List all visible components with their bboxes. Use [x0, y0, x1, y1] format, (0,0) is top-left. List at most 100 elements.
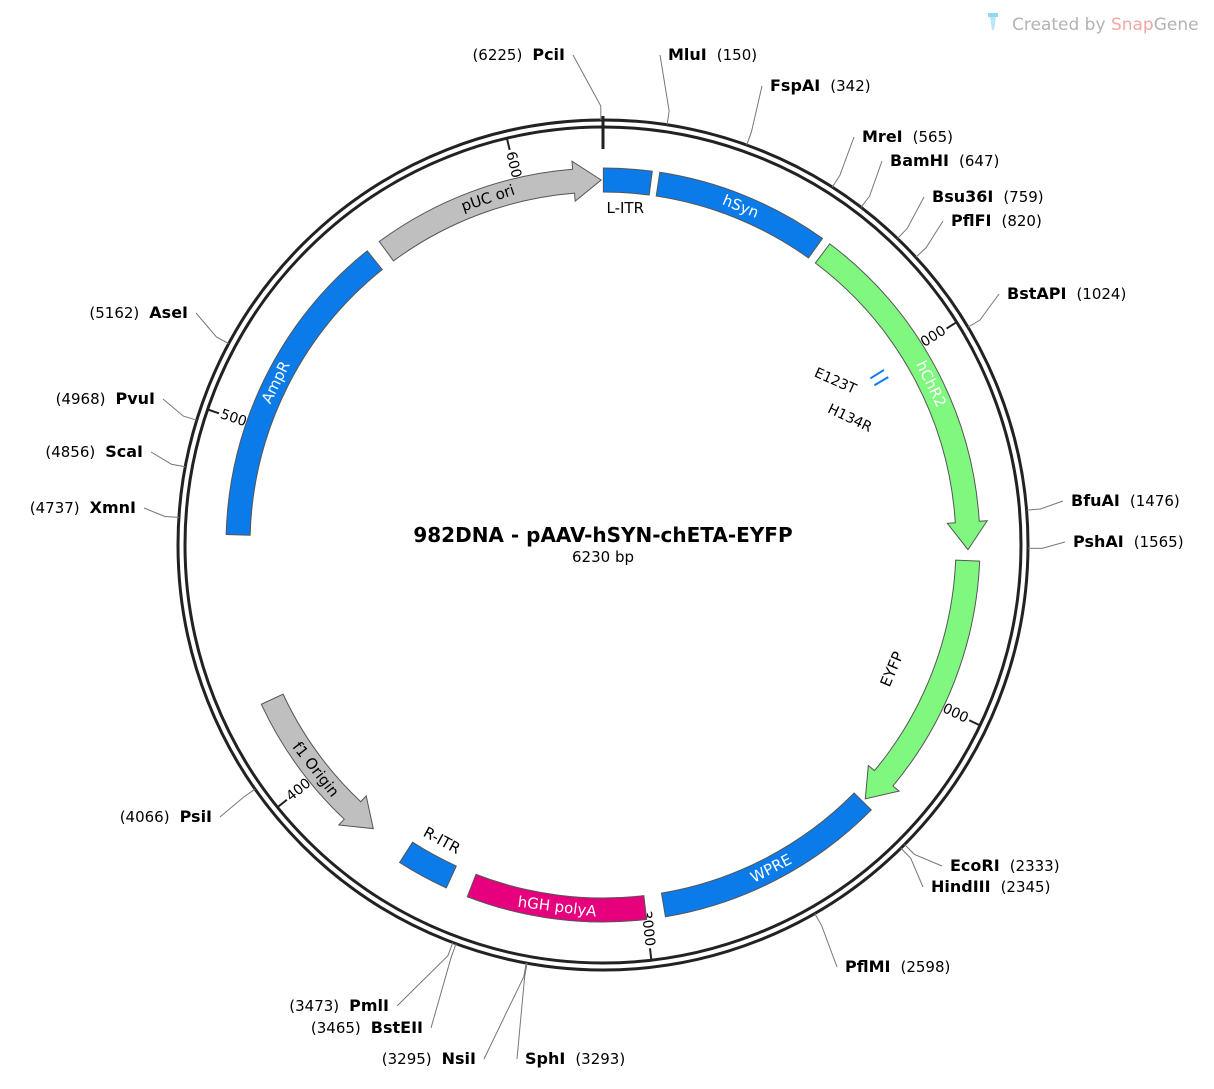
- feature-shape-f1-origin[interactable]: [260, 693, 374, 830]
- site-label-asei[interactable]: (5162)AseI: [89, 303, 188, 322]
- site-leader-bfuai: [1026, 500, 1064, 511]
- site-pos-pshai: (1565): [1134, 533, 1184, 551]
- watermark-brand-gene: Gene: [1154, 15, 1199, 35]
- feature-ampr[interactable]: AmpR: [225, 250, 383, 536]
- site-pflmi[interactable]: PflMI (2598): [814, 913, 951, 976]
- site-label-bsteii[interactable]: (3465) BstEII: [311, 1018, 423, 1037]
- feature-eyfp[interactable]: EYFP: [864, 559, 981, 800]
- site-xmni[interactable]: (4737)XmnI: [30, 498, 179, 518]
- site-pcii[interactable]: (6225)PciI: [472, 45, 602, 121]
- site-pos-sphi: (3293): [575, 1050, 625, 1068]
- site-bsteii[interactable]: (3465) BstEII: [311, 943, 457, 1037]
- site-leader-ecori: [904, 844, 943, 867]
- site-label-ecori[interactable]: EcoRI (2333): [950, 856, 1060, 875]
- site-label-pvui[interactable]: (4968) PvuI: [56, 389, 155, 408]
- feature-shape-l-itr[interactable]: [602, 167, 653, 196]
- site-psii[interactable]: (4066)PsiI: [120, 788, 256, 826]
- site-label-pshai[interactable]: PshAI (1565): [1073, 532, 1184, 551]
- site-label-hindiii[interactable]: HindIII(2345): [931, 877, 1050, 896]
- site-pshai[interactable]: PshAI (1565): [1027, 532, 1184, 551]
- site-scai[interactable]: (4856)ScaI: [45, 442, 186, 468]
- site-bsu36i[interactable]: Bsu36I(759): [897, 187, 1044, 239]
- site-name-bamhi: BamHI: [890, 151, 949, 170]
- site-label-pcii[interactable]: (6225)PciI: [472, 45, 565, 64]
- feature-shape-hsyn[interactable]: [655, 171, 824, 259]
- feature-l-itr[interactable]: L-ITR: [602, 167, 653, 217]
- site-sphi[interactable]: SphI (3293): [516, 963, 625, 1068]
- site-pflfi[interactable]: PflFI(820): [915, 211, 1042, 258]
- site-name-pshai: PshAI: [1073, 532, 1124, 551]
- feature-shape-ampr[interactable]: [225, 250, 383, 536]
- site-name-pflmi: PflMI: [845, 957, 890, 976]
- site-label-mrei[interactable]: MreI(565): [862, 127, 953, 146]
- site-bamhi[interactable]: BamHI(647): [860, 151, 999, 208]
- site-hindiii[interactable]: HindIII(2345): [900, 847, 1051, 896]
- site-label-nsii[interactable]: (3295)NsiI: [382, 1049, 476, 1068]
- site-pos-pvui: (4968): [56, 390, 106, 408]
- site-label-bfuai[interactable]: BfuAI(1476): [1071, 491, 1180, 510]
- site-fspai[interactable]: FspAI(342): [746, 76, 871, 146]
- site-leader-psii: [219, 788, 256, 818]
- site-pos-ecori: (2333): [1010, 857, 1060, 875]
- feature-shape-hchr2[interactable]: [814, 243, 989, 551]
- tick-6000: [506, 138, 511, 151]
- site-name-sphi: SphI: [525, 1049, 565, 1068]
- site-label-xmni[interactable]: (4737)XmnI: [30, 498, 136, 517]
- plasmid-title: 982DNA - pAAV-hSYN-chETA-EYFP: [413, 523, 792, 547]
- site-leader-xmni: [143, 507, 179, 518]
- site-name-pvui: PvuI: [116, 389, 156, 408]
- site-label-pflfi[interactable]: PflFI(820): [951, 211, 1042, 230]
- feature-shape-eyfp[interactable]: [864, 559, 981, 800]
- site-name-hindiii: HindIII: [931, 877, 991, 896]
- site-leader-pshai: [1027, 541, 1066, 549]
- site-label-scai[interactable]: (4856)ScaI: [45, 442, 143, 461]
- feature-hsyn[interactable]: hSyn: [655, 171, 824, 259]
- site-leader-bsu36i: [897, 196, 925, 239]
- site-pmli[interactable]: (3473)PmlI: [289, 942, 454, 1015]
- site-leader-sphi: [516, 963, 528, 1060]
- site-pvui[interactable]: (4968) PvuI: [56, 389, 197, 421]
- site-mrei[interactable]: MreI(565): [831, 127, 953, 188]
- feature-shape-puc-ori[interactable]: [378, 160, 603, 262]
- feature-puc-ori[interactable]: pUC ori: [378, 160, 603, 262]
- site-label-fspai[interactable]: FspAI(342): [770, 76, 871, 95]
- site-label-sphi[interactable]: SphI (3293): [525, 1049, 625, 1068]
- feature-r-itr[interactable]: R-ITR: [398, 823, 464, 889]
- site-leader-asei: [195, 312, 229, 345]
- site-name-pmli: PmlI: [349, 996, 389, 1015]
- site-name-ecori: EcoRI: [950, 856, 1000, 875]
- site-pos-pflmi: (2598): [900, 958, 950, 976]
- tick-1000: [945, 321, 957, 330]
- feature-shape-r-itr[interactable]: [398, 841, 457, 889]
- site-label-mlui[interactable]: MluI(150): [668, 45, 757, 64]
- site-pos-bsteii: (3465): [311, 1019, 361, 1037]
- site-label-bstapi[interactable]: BstAPI(1024): [1007, 284, 1126, 303]
- feature-hchr2[interactable]: hChR2: [814, 243, 989, 551]
- site-ecori[interactable]: EcoRI (2333): [904, 844, 1060, 875]
- site-mlui[interactable]: MluI(150): [659, 45, 757, 125]
- site-leader-pvui: [162, 398, 197, 421]
- site-asei[interactable]: (5162)AseI: [89, 303, 229, 345]
- feature-shape-hgh-polya[interactable]: [466, 873, 648, 923]
- site-name-pcii: PciI: [532, 45, 565, 64]
- site-bfuai[interactable]: BfuAI(1476): [1026, 491, 1180, 511]
- site-label-psii[interactable]: (4066)PsiI: [120, 807, 212, 826]
- feature-shape-wpre[interactable]: [660, 792, 872, 918]
- site-label-bamhi[interactable]: BamHI(647): [890, 151, 999, 170]
- site-label-pmli[interactable]: (3473)PmlI: [289, 996, 389, 1015]
- site-leader-hindiii: [900, 847, 924, 888]
- site-pos-pflfi: (820): [1001, 212, 1041, 230]
- feature-hgh-polya[interactable]: hGH polyA: [466, 873, 648, 923]
- mutation-mark-e123t: [869, 369, 885, 380]
- site-label-bsu36i[interactable]: Bsu36I(759): [932, 187, 1044, 206]
- site-name-xmni: XmnI: [90, 498, 136, 517]
- site-pos-mrei: (565): [913, 128, 953, 146]
- site-bstapi[interactable]: BstAPI(1024): [967, 284, 1126, 328]
- site-leader-pflmi: [814, 913, 838, 968]
- site-name-bsteii: BstEII: [371, 1018, 423, 1037]
- site-nsii[interactable]: (3295)NsiI: [382, 962, 527, 1068]
- site-name-asei: AseI: [149, 303, 188, 322]
- site-leader-pflfi: [915, 220, 944, 258]
- site-label-pflmi[interactable]: PflMI (2598): [845, 957, 950, 976]
